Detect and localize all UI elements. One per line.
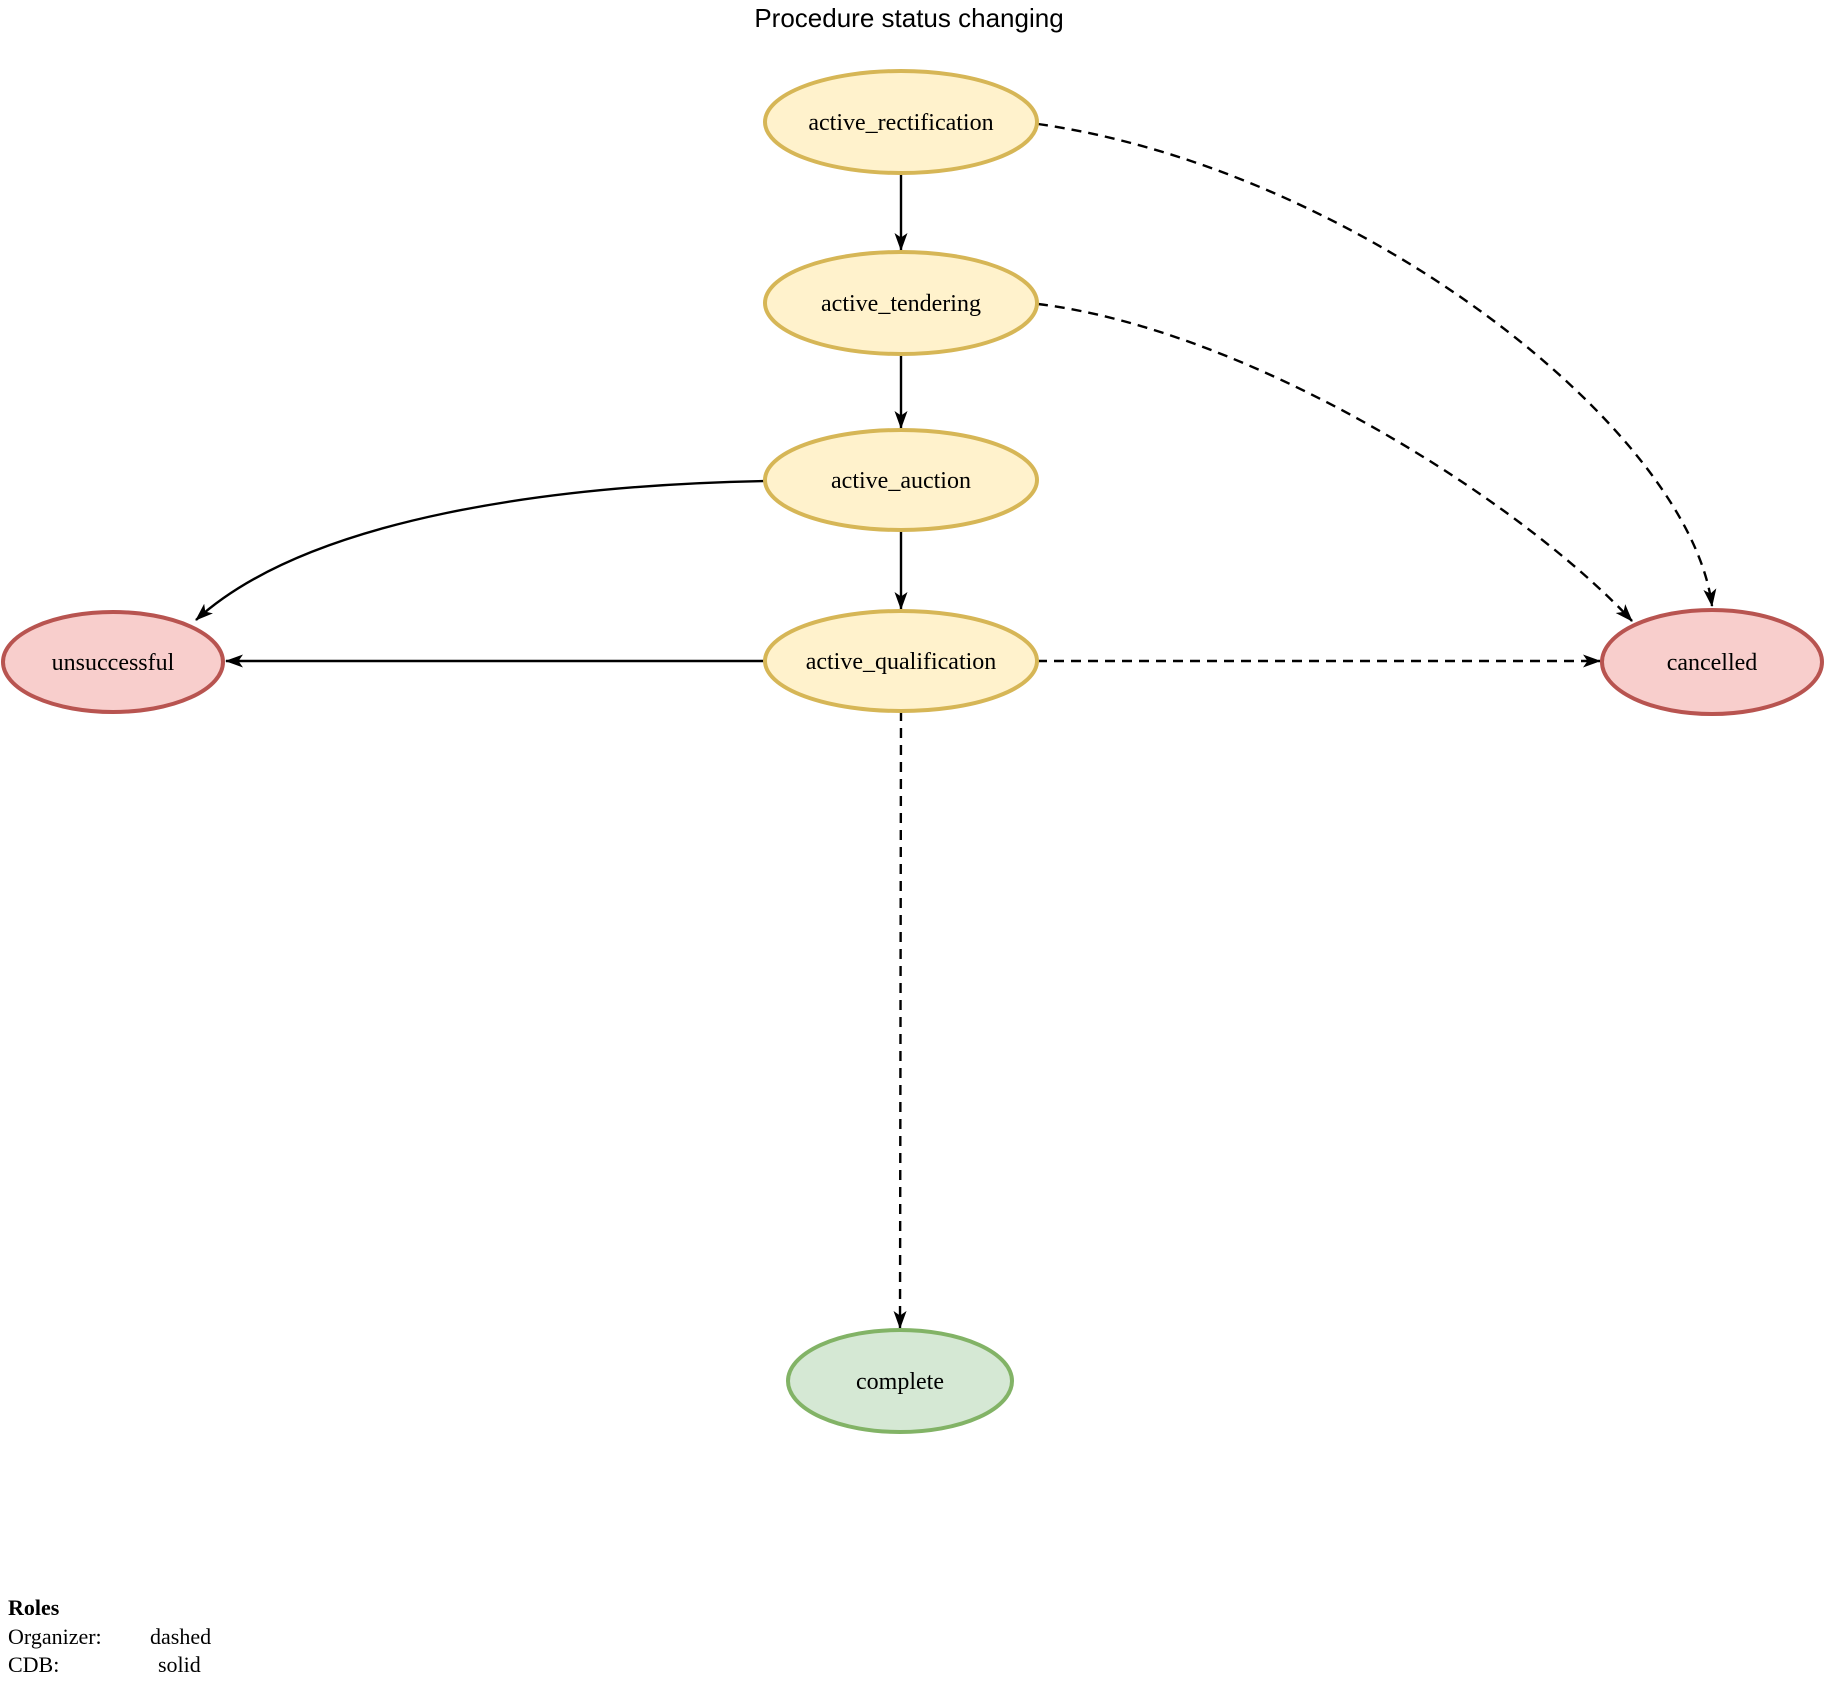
node-active_qualification: active_qualification	[763, 609, 1039, 713]
legend-value-cdb: solid	[158, 1652, 201, 1677]
node-ellipse-active_auction	[763, 428, 1039, 532]
edge-rectification-to-cancelled	[1037, 122, 1717, 607]
node-active_rectification: active_rectification	[763, 69, 1039, 175]
nodes-layer: active_rectification active_tenderingacti…	[1, 69, 1824, 1434]
node-ellipse-complete	[786, 1328, 1014, 1434]
node-label-cancelled: cancelled	[1667, 650, 1758, 676]
node-label-active_rectification: active_rectification	[808, 110, 993, 136]
edges-layer	[195, 122, 1717, 1329]
node-ellipse-active_tendering	[763, 250, 1039, 356]
node-ellipse-active_qualification	[763, 609, 1039, 713]
node-label-unsuccessful: unsuccessful	[52, 650, 175, 676]
legend: Roles Organizer: dashed CDB: solid	[8, 1595, 211, 1677]
edge-auction-to-unsuccessful	[195, 479, 766, 621]
node-ellipse-cancelled	[1600, 608, 1824, 716]
node-cancelled: cancelled	[1600, 608, 1824, 716]
node-label-active_qualification: active_qualification	[806, 649, 997, 675]
node-label-active_auction: active_auction	[831, 468, 971, 494]
diagram-title: Procedure status changing	[754, 3, 1063, 33]
legend-value-organizer: dashed	[150, 1624, 211, 1649]
edge-qualification-to-complete	[893, 710, 907, 1329]
node-ellipse-unsuccessful	[1, 610, 225, 714]
node-active_auction: active_auction	[763, 428, 1039, 532]
legend-label-organizer: Organizer:	[8, 1624, 102, 1649]
edge-tendering-to-cancelled	[1037, 302, 1633, 622]
legend-heading: Roles	[8, 1595, 60, 1620]
node-label-complete: complete	[856, 1369, 944, 1395]
node-unsuccessful: unsuccessful	[1, 610, 225, 714]
legend-label-cdb: CDB:	[8, 1652, 59, 1677]
node-complete: complete	[786, 1328, 1014, 1434]
node-ellipse-active_rectification	[763, 69, 1039, 175]
node-active_tendering: active_tendering	[763, 250, 1039, 356]
node-label-active_tendering: active_tendering	[821, 291, 981, 317]
